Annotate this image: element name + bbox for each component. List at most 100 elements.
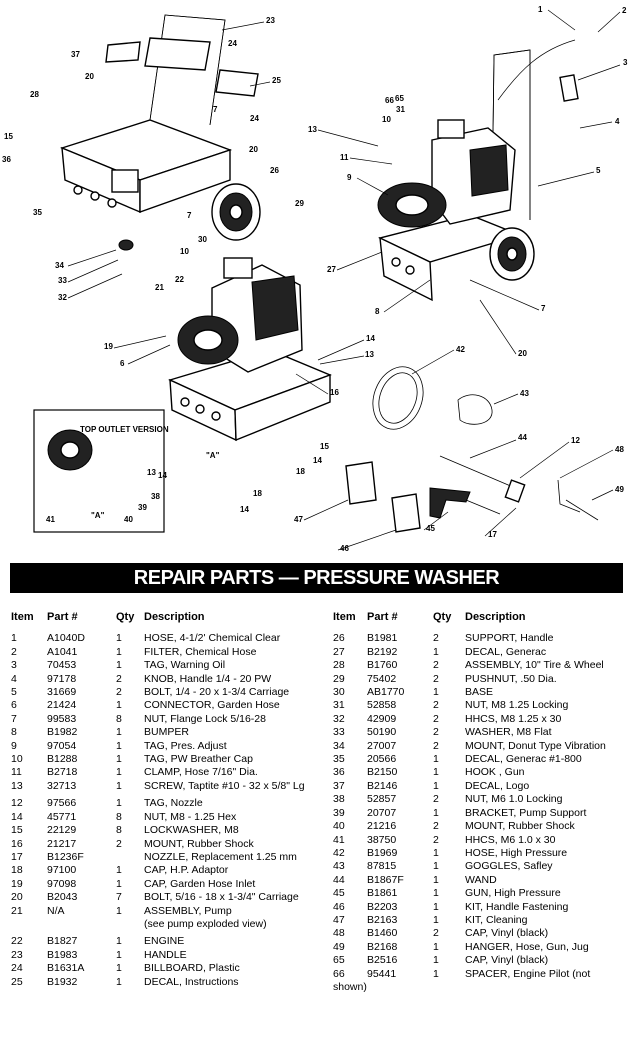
description: WAND xyxy=(465,873,497,886)
item-number: 12 xyxy=(11,797,23,810)
item-number: 43 xyxy=(333,860,345,873)
part-number: 97566 xyxy=(47,797,77,810)
item-number: 20 xyxy=(11,891,23,904)
callout-38: 38 xyxy=(151,492,160,501)
callout-2: 2 xyxy=(622,6,627,15)
quantity: 1 xyxy=(433,753,439,766)
part-number: 45771 xyxy=(47,810,77,823)
description: HHCS, M8 1.25 x 30 xyxy=(465,712,562,725)
callout-1: 1 xyxy=(538,5,543,14)
part-number xyxy=(367,981,433,994)
callout-20c: 20 xyxy=(518,349,527,358)
part-number: 97098 xyxy=(47,877,77,890)
quantity: 1 xyxy=(433,873,439,886)
part-number: 38750 xyxy=(367,833,397,846)
quantity: 1 xyxy=(433,779,439,792)
callout-43: 43 xyxy=(520,389,529,398)
description: BASE xyxy=(465,686,494,699)
pressure-washer-assembled xyxy=(377,39,579,302)
item-number: shown) xyxy=(333,980,367,993)
quantity: 1 xyxy=(116,739,122,752)
quantity: 7 xyxy=(116,891,122,904)
item-number: 17 xyxy=(11,850,23,863)
part-number: 21216 xyxy=(367,820,397,833)
callout-48: 48 xyxy=(615,445,624,454)
item-number: 27 xyxy=(333,645,345,658)
callout-35: 35 xyxy=(33,208,42,217)
quantity: 2 xyxy=(433,659,439,672)
item-number: 26 xyxy=(333,632,345,645)
callout-8: 8 xyxy=(375,307,380,316)
description: CAP, H.P. Adaptor xyxy=(144,864,229,877)
part-number: 95441 xyxy=(367,967,397,980)
callout-46: 46 xyxy=(340,544,349,553)
callout-3: 3 xyxy=(623,58,628,67)
item-number: 11 xyxy=(11,766,22,779)
quantity: 1 xyxy=(116,962,122,975)
part-number: AB1770 xyxy=(367,686,405,699)
description: CONNECTOR, Garden Hose xyxy=(144,699,280,712)
quantity: 1 xyxy=(116,659,122,672)
callout-5: 5 xyxy=(596,166,601,175)
quantity: 1 xyxy=(433,887,439,900)
part-number: 75402 xyxy=(367,672,397,685)
header-qty: Qty xyxy=(116,611,135,623)
item-number: 3 xyxy=(11,659,17,672)
quantity: 1 xyxy=(433,913,439,926)
callout-34: 34 xyxy=(55,261,64,270)
item-number: 65 xyxy=(333,954,345,967)
leader-lines xyxy=(67,9,621,551)
quantity: 1 xyxy=(116,948,122,961)
description: BOLT, 5/16 - 18 x 1-3/4" Carriage xyxy=(144,891,299,904)
part-number: 21217 xyxy=(47,837,77,850)
description: HOSE, High Pressure xyxy=(465,846,568,859)
callout-7: 7 xyxy=(213,105,218,114)
item-number: 25 xyxy=(11,975,23,988)
part-number: B1981 xyxy=(367,632,398,645)
description xyxy=(465,981,606,994)
description: NOZZLE, Replacement 1.25 mm xyxy=(144,850,297,863)
item-number: 14 xyxy=(11,810,23,823)
callout-28: 28 xyxy=(30,90,39,99)
part-number: N/A xyxy=(47,904,65,917)
quantity: 1 xyxy=(433,686,439,699)
quantity: 1 xyxy=(433,806,439,819)
part-number: B1932 xyxy=(47,975,78,988)
part-number: 99583 xyxy=(47,712,77,725)
part-number: A1041 xyxy=(47,645,78,658)
header-item: Item xyxy=(11,611,34,623)
description: DECAL, Generac #1-800 xyxy=(465,753,582,766)
description: CAP, Vinyl (black) xyxy=(465,954,549,967)
quantity: 2 xyxy=(433,833,439,846)
callout-49: 49 xyxy=(615,485,624,494)
callout-42: 42 xyxy=(456,345,465,354)
callout-7c: 7 xyxy=(541,304,546,313)
description: SCREW, Taptite #10 - 32 x 5/8" Lg xyxy=(144,779,305,792)
callout-11: 11 xyxy=(340,153,349,162)
callout-16: 16 xyxy=(330,388,339,397)
quantity: 1 xyxy=(116,797,122,810)
callout-18: 18 xyxy=(253,489,262,498)
part-number: B2168 xyxy=(367,940,398,953)
item-number: 39 xyxy=(333,806,345,819)
item-number: 6 xyxy=(11,699,17,712)
quantity: 1 xyxy=(116,935,122,948)
header-part: Part # xyxy=(47,611,78,623)
part-number: A1040D xyxy=(47,632,85,645)
